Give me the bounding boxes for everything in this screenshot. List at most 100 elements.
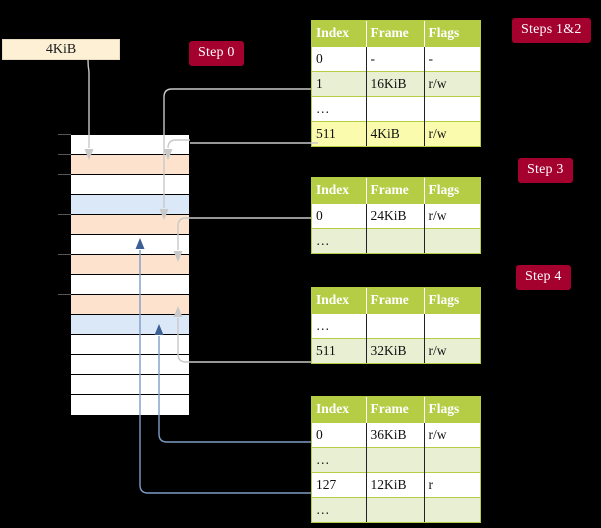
table-cell: 511 <box>312 337 367 363</box>
table-cell: 0 <box>312 421 367 447</box>
wire-table3-to-memory <box>177 318 311 363</box>
table-cell: 36KiB <box>366 421 425 447</box>
memory-frame-row <box>71 135 189 155</box>
table-cell: r/w <box>424 202 480 228</box>
table-row: … <box>312 95 480 121</box>
memory-frame-row <box>71 335 189 355</box>
source-address-box: 4KiB <box>2 39 120 60</box>
table-cell <box>424 227 480 253</box>
column-header-frame: Frame <box>366 21 425 46</box>
table-row: … <box>312 312 480 338</box>
memory-frame-row <box>71 215 189 235</box>
memory-frame-row <box>71 395 189 415</box>
memory-frame-row <box>71 155 189 175</box>
memory-frame-row <box>71 275 189 295</box>
table-cell: 32KiB <box>366 337 425 363</box>
table-cell <box>424 496 480 522</box>
column-header-flags: Flags <box>424 178 480 203</box>
table-cell: r/w <box>424 70 480 96</box>
table-cell: r/w <box>424 421 480 447</box>
table-cell: 511 <box>312 120 367 146</box>
column-header-frame: Frame <box>366 397 425 422</box>
table-cell: 0 <box>312 45 367 71</box>
memory-frame-row <box>71 355 189 375</box>
table-cell: 16KiB <box>366 70 425 96</box>
badge-step-0: Step 0 <box>189 41 244 66</box>
table-cell: 12KiB <box>366 471 425 497</box>
column-header-flags: Flags <box>424 397 480 422</box>
table-cell: 1 <box>312 70 367 96</box>
memory-frame-row <box>71 315 189 335</box>
table-row: … <box>312 496 480 522</box>
table-cell: … <box>312 496 367 522</box>
table-cell <box>366 496 425 522</box>
table-cell: r <box>424 471 480 497</box>
table-row: 0-- <box>312 45 480 71</box>
memory-boundary-tick <box>58 134 71 135</box>
table-cell <box>424 312 480 338</box>
table-cell <box>424 95 480 121</box>
column-header-index: Index <box>312 178 367 203</box>
memory-boundary-tick <box>58 254 71 255</box>
table-cell <box>366 446 425 472</box>
badge-step-4: Step 4 <box>516 265 571 290</box>
column-header-frame: Frame <box>366 178 425 203</box>
table-cell: 127 <box>312 471 367 497</box>
table-cell <box>366 95 425 121</box>
memory-frame-row <box>71 255 189 275</box>
column-header-index: Index <box>312 288 367 313</box>
table-cell: 4KiB <box>366 120 425 146</box>
badge-step-3: Step 3 <box>518 158 573 183</box>
badge-steps-1-and-2: Steps 1&2 <box>512 18 591 43</box>
memory-boundary-tick <box>58 174 71 175</box>
memory-frame-row <box>71 175 189 195</box>
table-cell: r/w <box>424 120 480 146</box>
table-cell: … <box>312 312 367 338</box>
table-cell <box>424 446 480 472</box>
table-cell: … <box>312 446 367 472</box>
table-row: … <box>312 446 480 472</box>
table-cell: … <box>312 227 367 253</box>
column-header-flags: Flags <box>424 21 480 46</box>
column-header-index: Index <box>312 21 367 46</box>
table-cell: - <box>366 45 425 71</box>
column-header-flags: Flags <box>424 288 480 313</box>
memory-frame-row <box>71 235 189 255</box>
table-cell: r/w <box>424 337 480 363</box>
table-cell <box>366 312 425 338</box>
memory-boundary-tick <box>58 214 71 215</box>
memory-frame-row <box>71 295 189 315</box>
wire-table2-to-memory <box>177 217 311 250</box>
column-header-frame: Frame <box>366 288 425 313</box>
physical-memory-column <box>70 134 190 415</box>
table-cell: 0 <box>312 202 367 228</box>
memory-frame-row <box>71 195 189 215</box>
table-row: … <box>312 227 480 253</box>
table-cell: … <box>312 95 367 121</box>
table-cell: 24KiB <box>366 202 425 228</box>
column-header-index: Index <box>312 397 367 422</box>
memory-boundary-tick <box>58 154 71 155</box>
table-cell <box>366 227 425 253</box>
table-cell: - <box>424 45 480 71</box>
memory-boundary-tick <box>58 294 71 295</box>
